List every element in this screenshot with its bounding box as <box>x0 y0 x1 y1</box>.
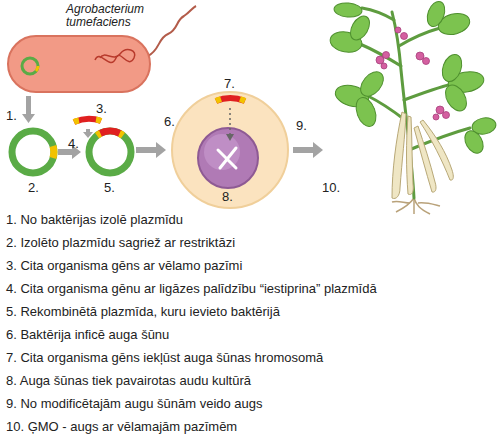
plant-cell-part <box>229 108 231 136</box>
callout-number: 7. <box>224 76 235 92</box>
callout-number: 1. <box>6 108 17 124</box>
gmo-plant-part-part <box>423 58 430 65</box>
bacterium-part <box>36 66 38 71</box>
plant-cell <box>172 92 288 208</box>
gmo-plant-part-part <box>352 95 379 129</box>
bacterium-part <box>8 36 150 92</box>
gmo-plant-part <box>329 0 498 156</box>
bacterium-part <box>22 58 38 74</box>
gmo-plant-part-part <box>399 28 440 46</box>
gmo-plant-part-part <box>439 52 465 84</box>
cut-plasmid-part <box>50 146 58 158</box>
step-description: 4. Cita organisma gēnu ar ligāzes palīdz… <box>6 281 377 297</box>
gene-fragment-part <box>96 120 101 122</box>
step-description: 8. Auga šūnas tiek pavairotas audu kultū… <box>6 373 251 389</box>
callout-number: 9. <box>296 118 307 134</box>
recombinant-plasmid-part <box>100 131 121 134</box>
step-description: 7. Cita organisma gēns iekļūst auga šūna… <box>6 350 323 366</box>
gmo-plant-part-part <box>404 84 452 100</box>
bacterium-part <box>148 6 196 56</box>
callout-number: 4. <box>68 136 79 152</box>
gmo-plant-part <box>376 27 450 120</box>
recombinant-plasmid-part <box>97 134 101 136</box>
gmo-plant-part-part <box>413 198 415 214</box>
gmo-plant-part-part <box>356 67 388 100</box>
gmo-plant-part-part <box>395 27 401 33</box>
gmo-plant-part-part <box>396 198 414 212</box>
plant-cell-part <box>198 128 258 188</box>
step-description: 2. Izolēto plazmīdu sagriež ar restriktā… <box>6 235 235 251</box>
gene-fragment-part <box>74 121 79 123</box>
gmo-plant-part-part <box>381 63 387 69</box>
callout-number: 3. <box>96 101 107 117</box>
plant-cell-part <box>216 99 221 101</box>
process-arrow-part <box>136 142 166 158</box>
callout-number: 10. <box>322 180 340 196</box>
gmo-plant-part-part <box>392 112 406 199</box>
bacterium-part <box>95 50 135 63</box>
gmo-plant-part-part <box>418 203 440 206</box>
process-arrow-part <box>293 142 323 158</box>
step-description: 5. Rekombinētā plazmīda, kuru ievieto ba… <box>6 304 280 320</box>
cut-plasmid-part <box>12 131 54 173</box>
gmo-plant-part-part <box>420 120 453 180</box>
gene-fragment-part <box>74 119 101 122</box>
callout-number: 2. <box>28 180 39 196</box>
gmo-plant-part-part <box>443 112 450 119</box>
gmo-plant-part-part <box>401 33 408 40</box>
gmo-plant-part-part <box>414 198 430 214</box>
gmo-plant-part-part <box>407 116 414 195</box>
callout-number: 5. <box>104 180 115 196</box>
callout-number: 6. <box>164 114 175 130</box>
recombinant-plasmid-part <box>89 131 131 173</box>
plant-cell-part <box>226 134 234 141</box>
cut-plasmid <box>12 131 54 173</box>
gmo-plant-part <box>360 8 470 198</box>
gmo-plant-part <box>392 198 440 214</box>
gmo-plant-part-part <box>424 0 448 29</box>
gmo-plant <box>329 0 498 214</box>
step-description: 3. Cita organisma gēns ar vēlamo pazīmi <box>6 258 242 274</box>
gmo-plant-part-part <box>360 44 401 66</box>
gmo-plant-part-part <box>383 52 390 59</box>
plant-cell-part <box>172 92 288 208</box>
process-arrow-part <box>22 96 35 123</box>
step-description: 1. No baktērijas izolē plazmīdu <box>6 212 183 228</box>
gene-fragment <box>74 119 101 122</box>
plant-cell-part <box>218 148 236 168</box>
step-description: 9. No modificētajām augu šūnām veido aug… <box>6 396 263 412</box>
step-description: 6. Baktērija inficē auga šūnu <box>6 327 169 343</box>
gmo-plant-part <box>392 112 453 199</box>
plant-cell-part <box>204 134 240 170</box>
gmo-plant-part-part <box>392 201 410 203</box>
plant-cell-part <box>240 99 245 101</box>
gmo-plant-part-part <box>333 2 362 18</box>
step-description: 10. ĢMO - augs ar vēlamajām pazīmēm <box>6 419 237 435</box>
gmo-plant-part-part <box>433 114 439 120</box>
callout-number: 8. <box>222 189 233 205</box>
gmo-plant-part-part <box>461 128 487 157</box>
gmo-plant-part-part <box>441 81 471 114</box>
plant-cell-part <box>216 98 245 101</box>
recombinant-plasmid-part <box>120 134 124 136</box>
recombinant-plasmid <box>89 131 131 173</box>
species-label: Agrobacterium tumefaciens <box>66 3 170 29</box>
